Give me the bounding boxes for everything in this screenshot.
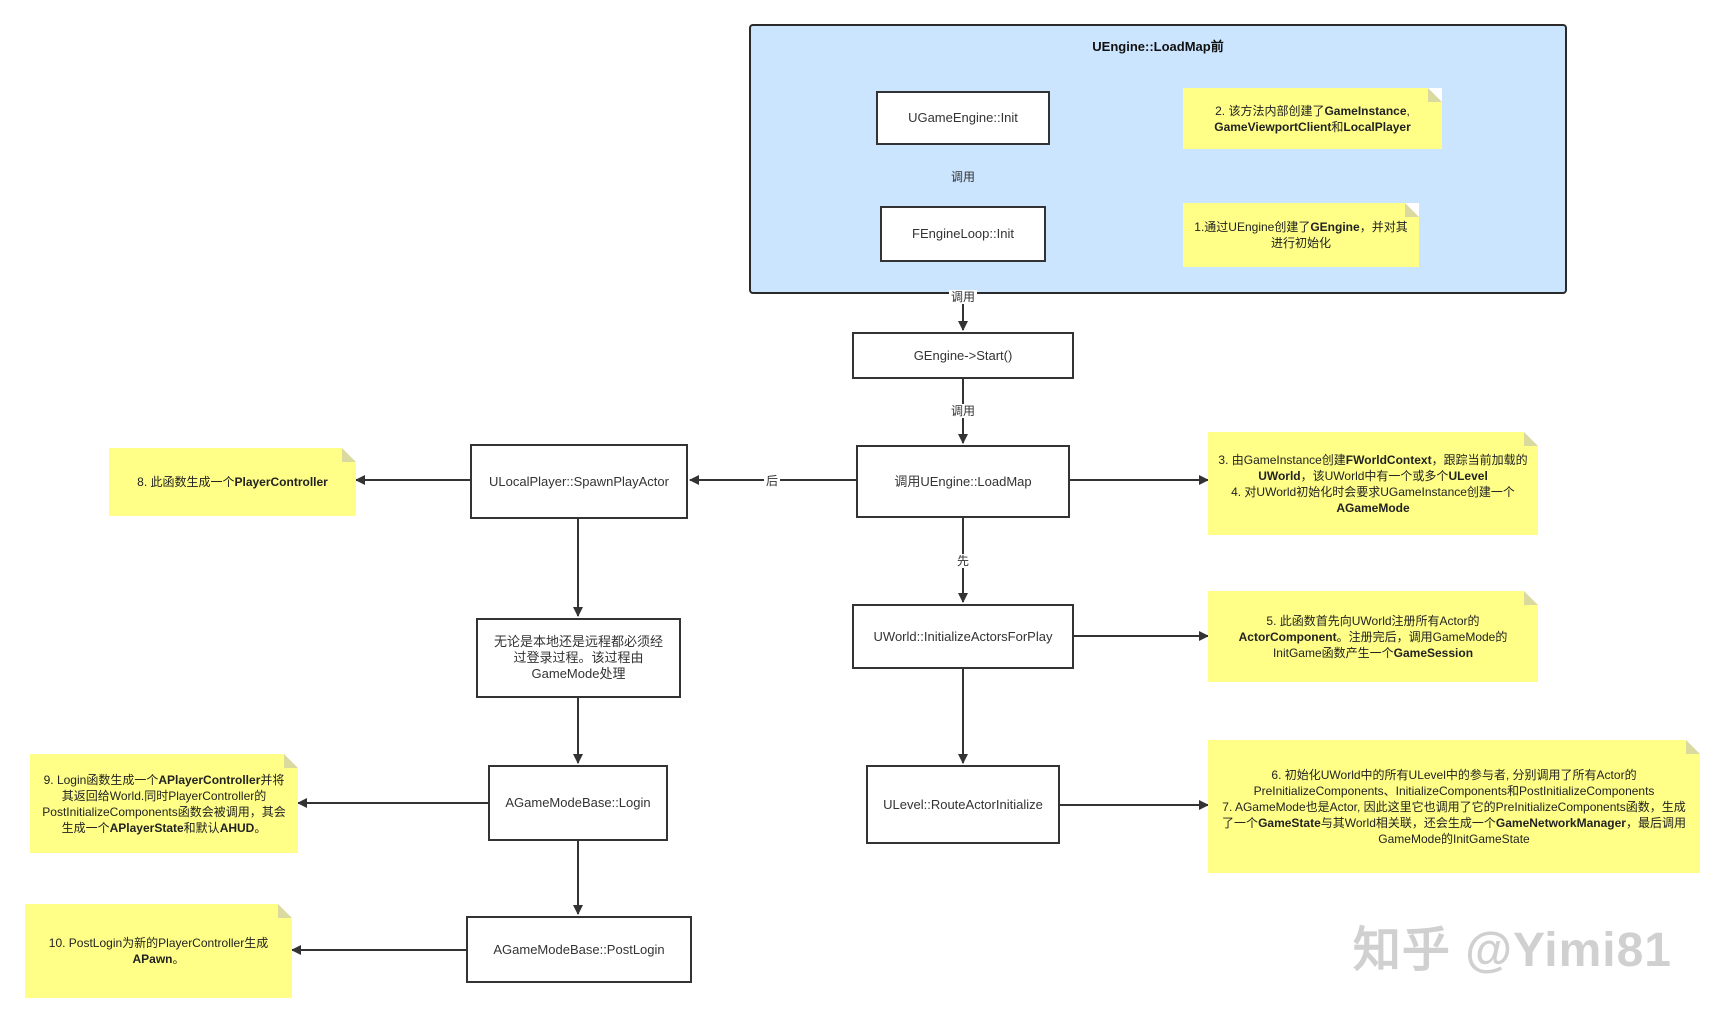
note-segment: 。 bbox=[254, 820, 267, 835]
note-segment: ，该UWorld中有一个或多个 bbox=[1300, 468, 1449, 483]
node-gengine-start[interactable]: GEngine->Start() bbox=[852, 332, 1074, 379]
note-text: 8. 此函数生成一个PlayerController bbox=[137, 474, 328, 490]
node-loadmap[interactable]: 调用UEngine::LoadMap bbox=[856, 445, 1070, 518]
note-segment: 3. 由GameInstance创建 bbox=[1218, 452, 1346, 467]
note-segment: APawn bbox=[132, 952, 173, 966]
note-segment: GameState bbox=[1258, 815, 1321, 830]
note-segment: GameViewportClient bbox=[1214, 119, 1332, 134]
note-text: 6. 初始化UWorld中的所有ULevel中的参与者, 分别调用了所有Acto… bbox=[1218, 767, 1690, 847]
node-initialize-actors[interactable]: UWorld::InitializeActorsForPlay bbox=[852, 604, 1074, 669]
note-segment: 与其World相关联，还会生成一个 bbox=[1320, 815, 1496, 830]
note-segment: 1.通过UEngine创建了 bbox=[1194, 220, 1311, 234]
note-9-aplayercontroller: 9. Login函数生成一个APlayerController并将其返回给Wor… bbox=[30, 754, 298, 853]
note-segment: ，最后调用GameMode的InitGameState bbox=[1378, 815, 1686, 846]
node-ugameengine-init[interactable]: UGameEngine::Init bbox=[876, 91, 1050, 145]
node-spawn-play-actor[interactable]: ULocalPlayer::SpawnPlayActor bbox=[470, 444, 688, 519]
node-gamemode-postlogin[interactable]: AGameModeBase::PostLogin bbox=[466, 916, 692, 983]
note-segment: 和 bbox=[1331, 119, 1344, 134]
note-text: 1.通过UEngine创建了GEngine，并对其进行初始化 bbox=[1193, 219, 1409, 251]
edge-label-first: 先 bbox=[955, 554, 972, 568]
note-segment: 5. 此函数首先向UWorld注册所有Actor的 bbox=[1266, 613, 1480, 628]
note-segment: 10. PostLogin为新的PlayerController生成 bbox=[48, 936, 269, 950]
note-segment: , bbox=[1406, 103, 1410, 118]
note-segment: ，并对其进行初始化 bbox=[1270, 220, 1408, 250]
note-segment: AHUD bbox=[219, 820, 255, 835]
note-2-gameinstance: 2. 该方法内部创建了GameInstance, GameViewportCli… bbox=[1183, 88, 1442, 149]
edge-label-call-2: 调用 bbox=[949, 290, 978, 304]
note-segment: 7. AGameMode也是Actor, 因此这里它也调用了它的PreIniti… bbox=[1222, 799, 1686, 830]
edge-label-call-1: 调用 bbox=[949, 170, 978, 184]
note-segment: UWorld bbox=[1258, 468, 1301, 483]
watermark: 知乎 @Yimi81 bbox=[1352, 924, 1672, 977]
note-segment: GameNetworkManager bbox=[1495, 815, 1626, 830]
node-login-process[interactable]: 无论是本地还是远程都必须经过登录过程。该过程由GameMode处理 bbox=[476, 618, 681, 698]
note-segment: ，跟踪当前加载的 bbox=[1431, 452, 1528, 467]
note-5-actorcomponent: 5. 此函数首先向UWorld注册所有Actor的ActorComponent。… bbox=[1208, 591, 1538, 682]
note-segment: 6. 初始化UWorld中的所有ULevel中的参与者, 分别调用了所有Acto… bbox=[1253, 767, 1655, 798]
note-segment: 4. 对UWorld初始化时会要求UGameInstance创建一个 bbox=[1231, 484, 1515, 499]
note-text: 10. PostLogin为新的PlayerController生成 APawn。 bbox=[35, 935, 282, 967]
note-3-worldcontext: 3. 由GameInstance创建FWorldContext，跟踪当前加载的U… bbox=[1208, 432, 1538, 535]
edge-label-call-3: 调用 bbox=[949, 404, 978, 418]
note-10-apawn: 10. PostLogin为新的PlayerController生成 APawn。 bbox=[25, 904, 292, 998]
note-segment: 2. 该方法内部创建了 bbox=[1215, 103, 1325, 118]
node-fengineloop-init[interactable]: FEngineLoop::Init bbox=[880, 206, 1046, 262]
note-segment: 9. Login函数生成一个 bbox=[43, 772, 159, 787]
note-segment: 并将其返回给World.同时PlayerController的PostIniti… bbox=[42, 772, 286, 835]
note-segment: FWorldContext bbox=[1345, 452, 1432, 467]
engine-loadmap-group: UEngine::LoadMap前 bbox=[749, 24, 1567, 294]
note-segment: PlayerController bbox=[234, 475, 328, 489]
note-text: 9. Login函数生成一个APlayerController并将其返回给Wor… bbox=[40, 772, 288, 836]
note-segment: 。注册完后，调用GameMode的InitGame函数产生一个 bbox=[1272, 629, 1508, 660]
note-8-playercontroller: 8. 此函数生成一个PlayerController bbox=[109, 448, 356, 516]
edge-label-after: 后 bbox=[764, 474, 781, 488]
note-segment: GEngine bbox=[1310, 220, 1360, 234]
note-segment: APlayerController bbox=[158, 772, 261, 787]
note-segment: APlayerState bbox=[109, 820, 184, 835]
node-route-actor-initialize[interactable]: ULevel::RouteActorInitialize bbox=[866, 765, 1060, 844]
note-1-gengine: 1.通过UEngine创建了GEngine，并对其进行初始化 bbox=[1183, 203, 1419, 267]
note-segment: GameInstance bbox=[1324, 103, 1407, 118]
note-segment: 和默认 bbox=[183, 820, 220, 835]
note-text: 5. 此函数首先向UWorld注册所有Actor的ActorComponent。… bbox=[1218, 613, 1528, 661]
note-segment: ULevel bbox=[1448, 468, 1488, 483]
group-title: UEngine::LoadMap前 bbox=[1092, 39, 1224, 54]
note-6-gamestate: 6. 初始化UWorld中的所有ULevel中的参与者, 分别调用了所有Acto… bbox=[1208, 740, 1700, 873]
note-segment: LocalPlayer bbox=[1343, 119, 1411, 134]
note-text: 2. 该方法内部创建了GameInstance, GameViewportCli… bbox=[1193, 103, 1432, 135]
note-text: 3. 由GameInstance创建FWorldContext，跟踪当前加载的U… bbox=[1218, 452, 1528, 516]
node-gamemode-login[interactable]: AGameModeBase::Login bbox=[488, 765, 668, 841]
note-segment: ActorComponent bbox=[1238, 629, 1337, 644]
note-segment: 。 bbox=[172, 952, 185, 966]
note-segment: 8. 此函数生成一个 bbox=[137, 475, 235, 489]
note-segment: AGameMode bbox=[1336, 500, 1410, 515]
note-segment: GameSession bbox=[1393, 645, 1474, 660]
